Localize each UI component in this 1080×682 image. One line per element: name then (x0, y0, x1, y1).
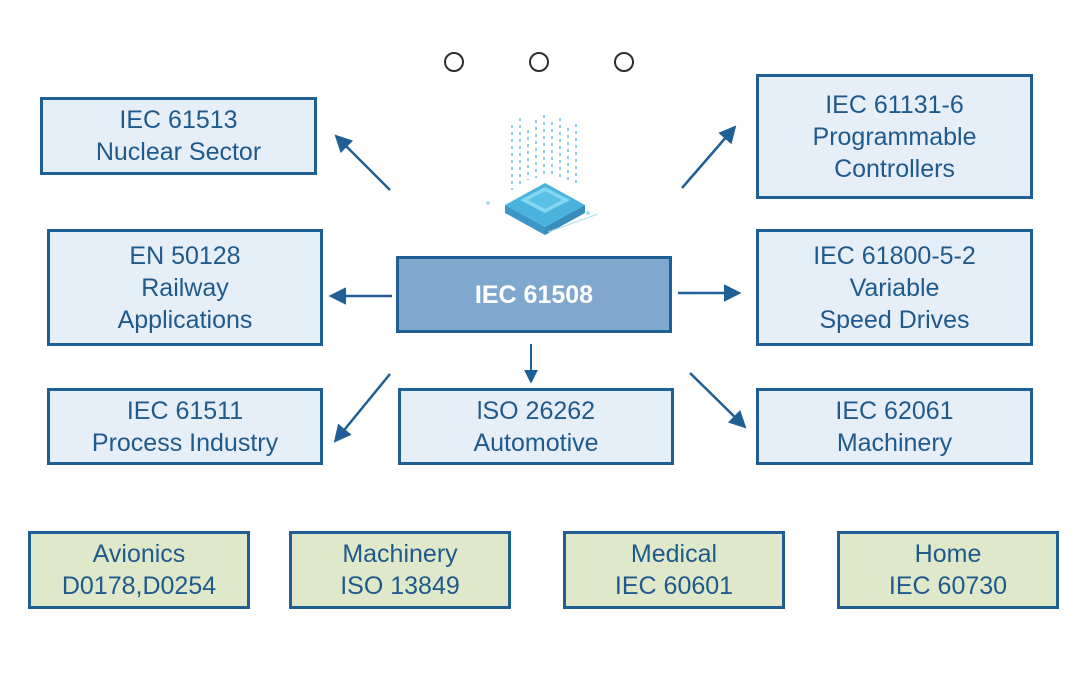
node-line: IEC 60601 (614, 572, 734, 600)
node-line: IEC 61511 (126, 396, 244, 425)
related-medical: Medical IEC 60601 (563, 531, 785, 609)
node-line: IEC 61131-6 (825, 90, 964, 119)
node-line: Machinery (836, 428, 953, 457)
related-avionics: Avionics D0178,D0254 (28, 531, 250, 609)
circle-icon (444, 52, 464, 72)
node-line: Applications (117, 305, 253, 334)
node-automotive: lSO 26262 Automotive (398, 388, 674, 465)
node-machinery: IEC 62061 Machinery (756, 388, 1033, 465)
related-machinery-iso: Machinery ISO 13849 (289, 531, 511, 609)
node-programmable: IEC 61131-6 Programmable Controllers (756, 74, 1033, 199)
node-line: EN 50128 (129, 241, 241, 270)
circle-icon (614, 52, 634, 72)
node-nuclear: IEC 61513 Nuclear Sector (40, 97, 317, 175)
node-line: Railway (141, 273, 229, 302)
arrow-to-machinery (689, 372, 747, 429)
node-line: ISO 13849 (340, 572, 460, 600)
node-line: Machinery (342, 540, 458, 568)
node-drives: IEC 61800-5-2 Variable Speed Drives (756, 229, 1033, 346)
node-line: IEC 62061 (835, 396, 954, 425)
node-line: Home (914, 540, 982, 568)
center-node: IEC 61508 (396, 256, 672, 333)
node-line: IEC 61513 (119, 106, 238, 134)
node-line: Nuclear Sector (95, 138, 262, 166)
node-line: Variable (849, 273, 940, 302)
node-line: Automotive (473, 428, 599, 457)
arrow-to-programmable (681, 125, 737, 189)
related-home: Home IEC 60730 (837, 531, 1059, 609)
node-line: IEC 60730 (888, 572, 1008, 600)
node-line: Speed Drives (819, 305, 970, 334)
node-line: D0178,D0254 (61, 572, 217, 600)
node-line: IEC 61800-5-2 (813, 241, 976, 270)
node-line: Programmable (812, 122, 977, 151)
arrow-to-nuclear (334, 134, 391, 191)
node-line: Process Industry (91, 428, 279, 457)
arrow-to-process (333, 373, 391, 443)
node-line: lSO 26262 (476, 396, 596, 425)
node-line: Avionics (92, 540, 186, 568)
node-line: Controllers (834, 154, 955, 183)
node-process: IEC 61511 Process Industry (47, 388, 323, 465)
node-line: Medical (630, 540, 718, 568)
center-label: IEC 61508 (474, 280, 594, 309)
node-railway: EN 50128 Railway Applications (47, 229, 323, 346)
circle-icon (529, 52, 549, 72)
